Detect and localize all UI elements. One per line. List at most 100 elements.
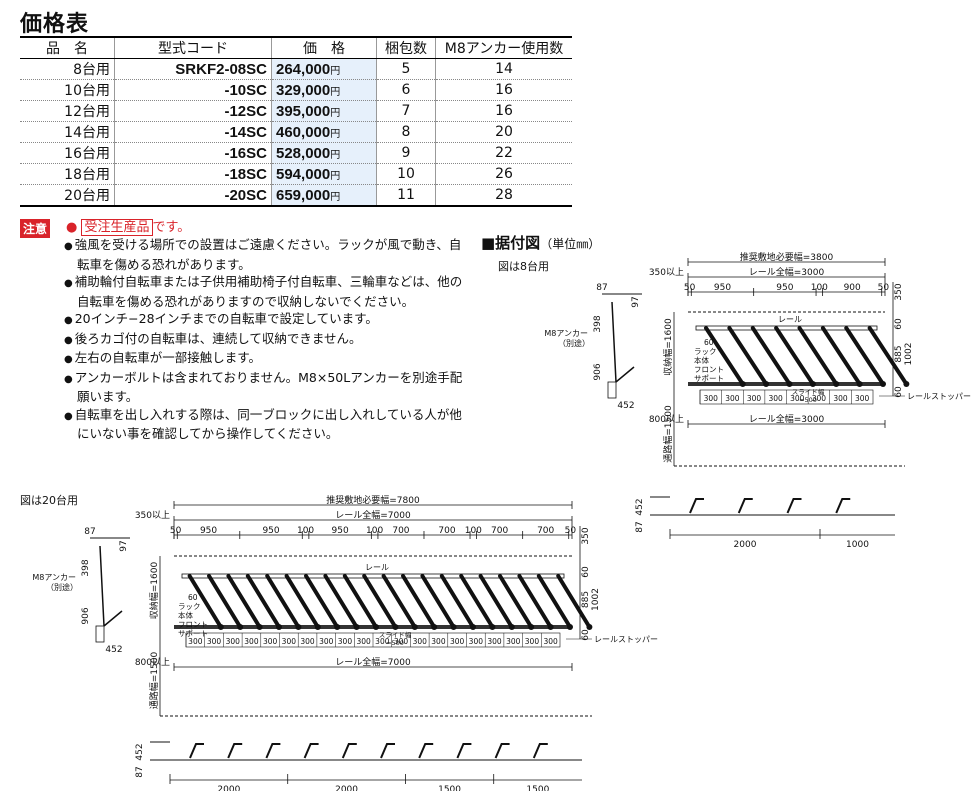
cell-packages: 5 — [376, 58, 436, 80]
cell-code: -14SC — [114, 121, 272, 143]
cell-name: 8台用 — [20, 58, 115, 80]
notice-heading: ● 受注生産品です。 — [66, 216, 190, 236]
bike-rack — [323, 574, 359, 629]
rack-base — [217, 624, 224, 630]
left-dim-97: 97 — [631, 296, 641, 307]
spacing-label: 50 — [878, 283, 890, 293]
rail-width-top: レール全幅=3000 — [749, 266, 825, 278]
cell-anchors: 22 — [435, 142, 572, 164]
rack-base — [547, 624, 554, 630]
notice-item: 20インチ−28インチまでの自転車で設定しています。 — [64, 310, 464, 330]
rack-base — [567, 624, 573, 630]
bike-rack — [867, 326, 909, 386]
notice-dot: ● — [66, 220, 78, 235]
elevation-width: 1500 — [526, 785, 549, 791]
rack-base — [411, 624, 418, 630]
spacing-label: 950 — [332, 526, 349, 536]
cell-code: SRKF2-08SC — [114, 58, 272, 80]
left-dim-97: 97 — [119, 540, 129, 551]
bike-rack — [401, 574, 437, 629]
elevation-bike — [418, 743, 434, 759]
left-dim-87: 87 — [596, 283, 607, 293]
rail-width-bottom: レール全幅=7000 — [335, 656, 411, 668]
right-dim: 1002 — [904, 343, 914, 366]
bike-rack — [774, 326, 815, 386]
notice-item: 補助輪付自転車または子供用補助椅子付自転車、三輪車などは、他の自転車を傷める恐れ… — [64, 273, 464, 310]
side-rack — [611, 301, 635, 383]
right-dim: 885 — [581, 591, 591, 608]
elevation-h-87: 87 — [635, 521, 645, 532]
cell-anchors: 28 — [435, 184, 572, 207]
price-unit: 円 — [330, 191, 341, 203]
cell-code: -16SC — [114, 142, 272, 164]
elevation-width: 2000 — [335, 785, 358, 791]
cell-anchors: 14 — [435, 58, 572, 80]
rack-base — [256, 624, 263, 630]
cell-packages: 10 — [376, 163, 436, 185]
slot-label: 300 — [450, 637, 465, 646]
slot-label: 300 — [506, 637, 521, 646]
rail-bar — [181, 573, 565, 579]
slot-label: 300 — [188, 637, 203, 646]
elevation-bike — [227, 743, 243, 759]
price-value: 395,000 — [276, 102, 331, 120]
price-value: 329,000 — [276, 81, 331, 99]
cell-price: 395,000円 — [271, 100, 377, 122]
header-packages: 梱包数 — [376, 36, 436, 59]
rack-base — [295, 624, 302, 630]
rack-label: サポート — [694, 374, 724, 383]
right-dim: 60 — [581, 629, 591, 641]
rail-bar — [695, 325, 878, 331]
spacing-label: 700 — [491, 526, 508, 536]
slot-label: 300 — [244, 637, 259, 646]
notice-list: 強風を受ける場所での設置はご遠慮ください。ラックが風で動き、自転車を傷める恐れが… — [64, 236, 464, 443]
slot-label: 300 — [375, 637, 390, 646]
header-code: 型式コード — [114, 36, 272, 59]
rack-base — [314, 624, 321, 630]
header-anchors: M8アンカー使用数 — [435, 36, 572, 59]
slot-label: 300 — [790, 394, 805, 403]
rack-base — [470, 624, 476, 630]
cell-name: 12台用 — [20, 100, 115, 122]
rack-base — [450, 624, 457, 630]
elevation-bike — [689, 498, 704, 514]
bike-rack — [439, 574, 475, 629]
rack-label: 本体 — [178, 610, 193, 620]
price-value: 594,000 — [276, 165, 331, 183]
rack-base — [392, 624, 399, 630]
left-dim-906: 906 — [593, 363, 603, 380]
slot-label: 300 — [769, 394, 784, 403]
rack-label: ラック — [694, 347, 717, 356]
bike-rack — [187, 574, 223, 629]
price-unit: 円 — [330, 65, 341, 77]
spacing-label: 950 — [714, 283, 731, 293]
slide-value: =500 — [799, 396, 817, 404]
install-unit: （単位㎜） — [540, 237, 601, 251]
bike-rack — [284, 574, 320, 629]
spacing-label: 50 — [684, 283, 696, 293]
rack-label: フロント — [694, 365, 724, 374]
cell-anchors: 16 — [435, 79, 572, 101]
bike-rack — [381, 574, 417, 629]
spacing-label: 100 — [465, 526, 482, 536]
bike-rack — [459, 574, 495, 629]
bike-rack — [820, 326, 862, 386]
rack-base — [353, 624, 360, 630]
cell-name: 20台用 — [20, 184, 115, 207]
bike-rack — [342, 574, 378, 629]
page-title: 価格表 — [20, 12, 90, 37]
side-anchor — [607, 381, 617, 399]
anchor-note: （別途） — [46, 582, 78, 592]
elevation-bike — [265, 743, 281, 759]
slot-label: 300 — [833, 394, 848, 403]
notice-item: 自転車を出し入れする際は、同一ブロックに出し入れしている人が他にいない事を確認し… — [64, 406, 464, 443]
install-title: ■据付図（単位㎜） — [481, 232, 600, 253]
cell-anchors: 26 — [435, 163, 572, 185]
cell-code: -18SC — [114, 163, 272, 185]
elevation-width: 1500 — [438, 785, 461, 791]
